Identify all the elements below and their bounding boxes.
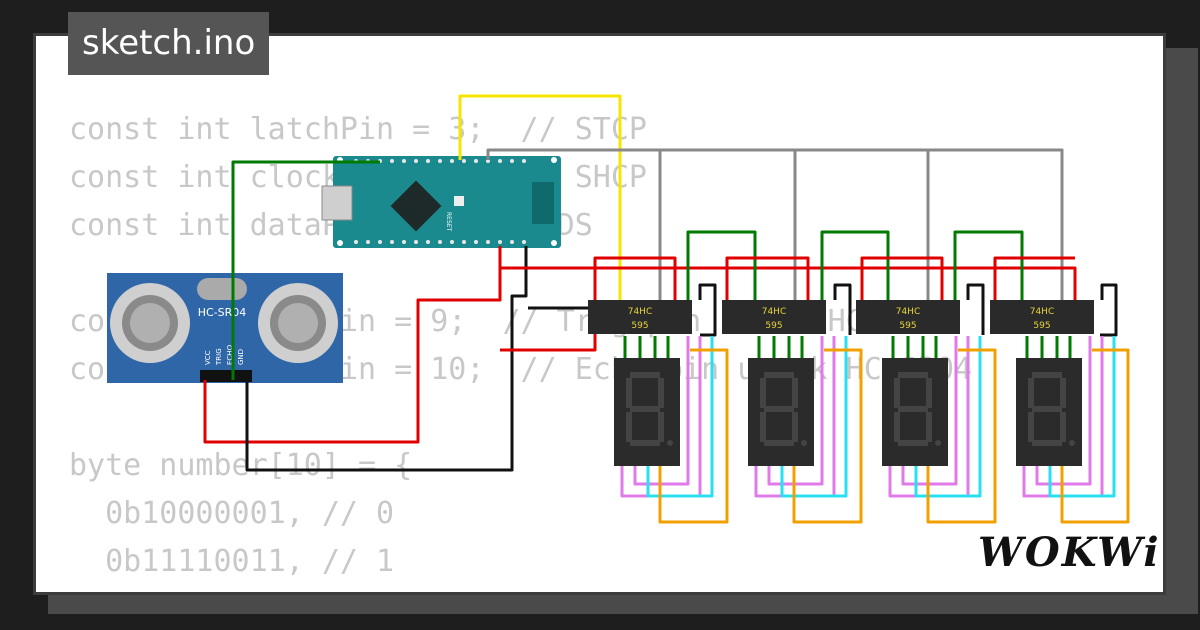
chip-label: 595 <box>1033 321 1050 331</box>
wire-black <box>1100 283 1118 337</box>
wire-green <box>820 230 890 300</box>
sensor-label: HC-SR04 <box>198 306 247 319</box>
wire-black <box>245 246 528 472</box>
header-pins-bottom <box>354 240 526 244</box>
wire-red <box>860 256 944 300</box>
chip-label: 595 <box>765 321 782 331</box>
code-line: 0b10000001, // 0 <box>69 496 395 531</box>
wire-red <box>725 256 810 300</box>
hc-sr04-sensor: HC-SR04 VCC TRIG ECHO GND <box>107 273 343 383</box>
arduino-nano: RESET <box>321 156 561 248</box>
wires <box>203 94 1118 472</box>
code-line: byte number[10] = { <box>69 448 413 483</box>
chip-label: 595 <box>899 321 916 331</box>
chip-label: 74HC <box>1030 307 1055 317</box>
wire-green <box>686 230 757 300</box>
wire-black <box>966 283 985 335</box>
code-line: 0b11110011, // 1 <box>69 544 395 579</box>
wire-black <box>698 283 717 337</box>
shift-register-3: 74HC 595 <box>856 300 960 334</box>
reset-button <box>454 196 464 206</box>
segments <box>626 372 673 446</box>
sensor-pin-label: TRIG <box>215 348 223 366</box>
shift-register-2: 74HC 595 <box>722 300 826 334</box>
wire-red <box>993 256 1075 300</box>
shift-register-1: 74HC 595 <box>588 300 692 334</box>
wire-red <box>500 256 677 352</box>
chip-label: 74HC <box>896 307 921 317</box>
file-title-tab: sketch.ino <box>68 12 270 75</box>
reset-label: RESET <box>445 212 452 232</box>
chip-label: 74HC <box>762 307 787 317</box>
chip-label: 74HC <box>628 307 653 317</box>
usb-connector-icon <box>321 185 353 221</box>
seven-segment-display-1 <box>614 358 680 466</box>
sensor-pin-label: VCC <box>204 350 212 365</box>
sensor-pin-label: GND <box>237 349 245 365</box>
sensor-pin-label: ECHO <box>226 344 234 365</box>
code-line: const int latchPin = 3; // STCP <box>69 112 647 147</box>
chip-label: 595 <box>631 321 648 331</box>
seven-segment-display-3 <box>882 358 948 466</box>
seven-segment-display-4 <box>1016 358 1082 466</box>
seven-segment-display-2 <box>748 358 814 466</box>
wire-green <box>231 160 380 380</box>
wire-yellow <box>458 94 622 300</box>
wire-red <box>203 246 502 444</box>
shift-register-4: 74HC 595 <box>990 300 1094 334</box>
wokwi-logo: WOKWi <box>978 529 1161 576</box>
wire-red-bus <box>500 266 1077 300</box>
wire-gray <box>486 148 1064 300</box>
display-wires <box>620 336 1130 524</box>
wire-black <box>833 283 852 335</box>
wire-green <box>953 230 1024 300</box>
